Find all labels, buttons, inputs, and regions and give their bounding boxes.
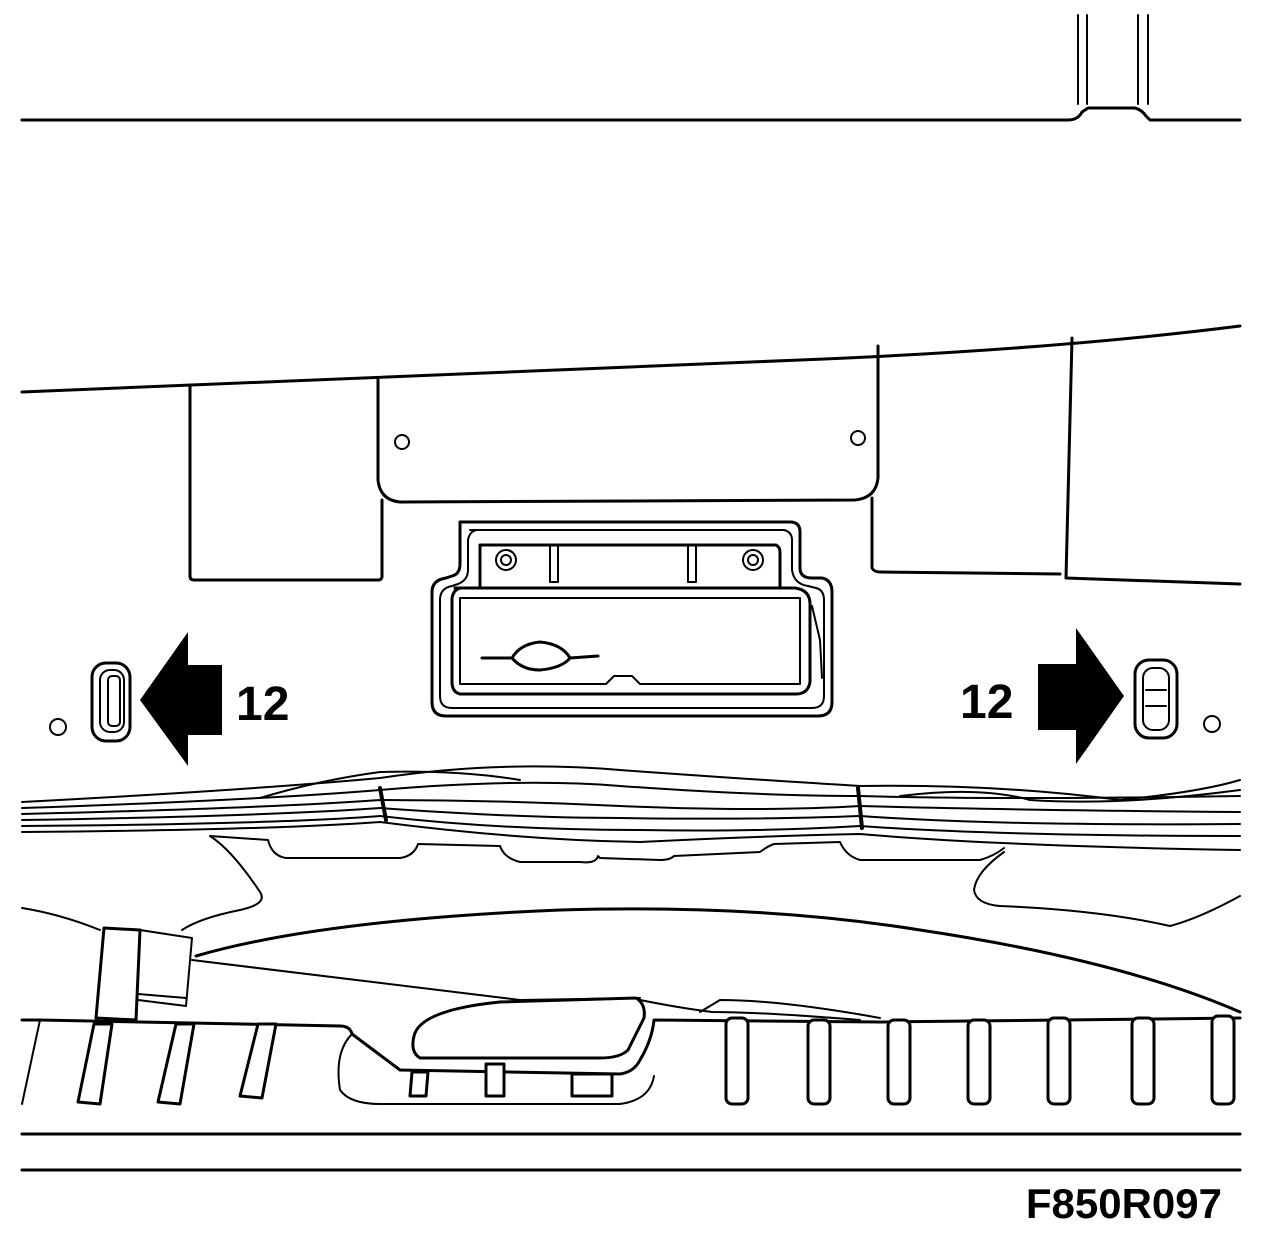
right-arrow <box>1038 628 1124 764</box>
screw-hole-right <box>850 430 866 446</box>
left-callout-label: 12 <box>236 678 289 731</box>
lower-frame <box>20 835 1242 1136</box>
left-arrow <box>140 632 222 766</box>
roof-edge <box>20 14 1242 122</box>
screw-hole-left <box>394 434 410 450</box>
wiring-harness <box>21 765 1241 864</box>
figure-code: F850R097 <box>1026 1180 1222 1227</box>
right-callout-label: 12 <box>960 676 1013 729</box>
upper-panel <box>20 324 1242 586</box>
right-clip <box>1133 658 1221 740</box>
control-module <box>430 520 834 718</box>
left-clip <box>49 661 132 743</box>
